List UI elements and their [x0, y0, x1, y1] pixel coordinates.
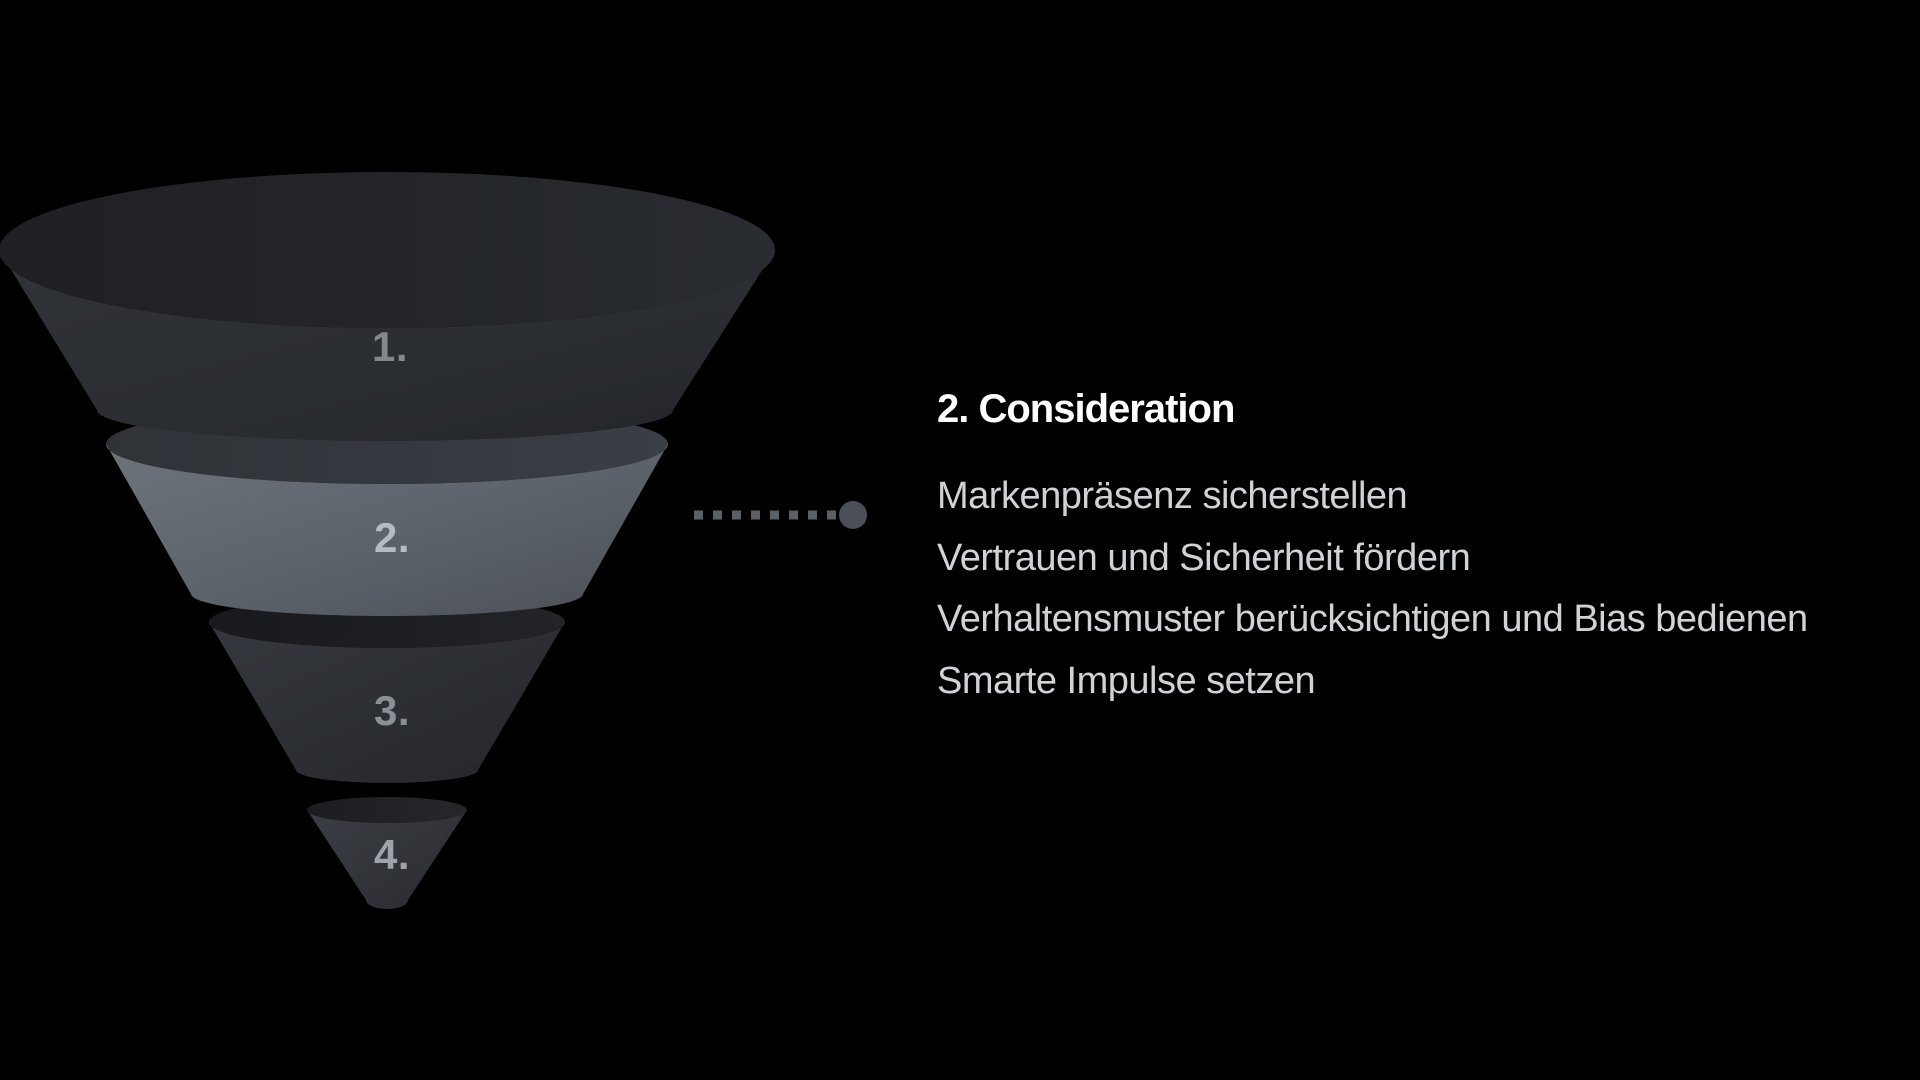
stage-1-body	[0, 250, 775, 441]
detail-item: Smarte Impulse setzen	[937, 659, 1316, 702]
stage-detail-panel: 2. Consideration Markenpräsenz sicherste…	[937, 386, 1877, 712]
stage-3-number-label: 3.	[374, 687, 410, 734]
stage-1-number-label: 1.	[372, 323, 408, 370]
stage-4-rim-ellipse	[307, 797, 467, 823]
connector-dot	[839, 501, 867, 529]
funnel-stage-4[interactable]: 4.	[307, 797, 467, 909]
stage-4-number-label: 4.	[374, 831, 410, 878]
stage-1-rim-ellipse	[0, 172, 775, 328]
detail-item-list: Markenpräsenz sicherstellen Vertrauen un…	[937, 466, 1877, 712]
detail-item: Verhaltensmuster berücksichtigen und Bia…	[937, 598, 1808, 640]
stage-3-body	[209, 622, 565, 783]
detail-item: Markenpräsenz sicherstellen	[937, 475, 1408, 517]
detail-title: 2. Consideration	[937, 387, 1235, 431]
connector	[694, 501, 867, 529]
stage-4-body	[307, 810, 467, 909]
funnel-stage-1[interactable]: 1.	[0, 172, 775, 441]
funnel-stage-3[interactable]: 3.	[209, 596, 565, 783]
stage-2-number-label: 2.	[374, 514, 410, 561]
stage-2-body	[106, 444, 668, 616]
detail-item: Vertrauen und Sicherheit fördern	[937, 536, 1471, 579]
